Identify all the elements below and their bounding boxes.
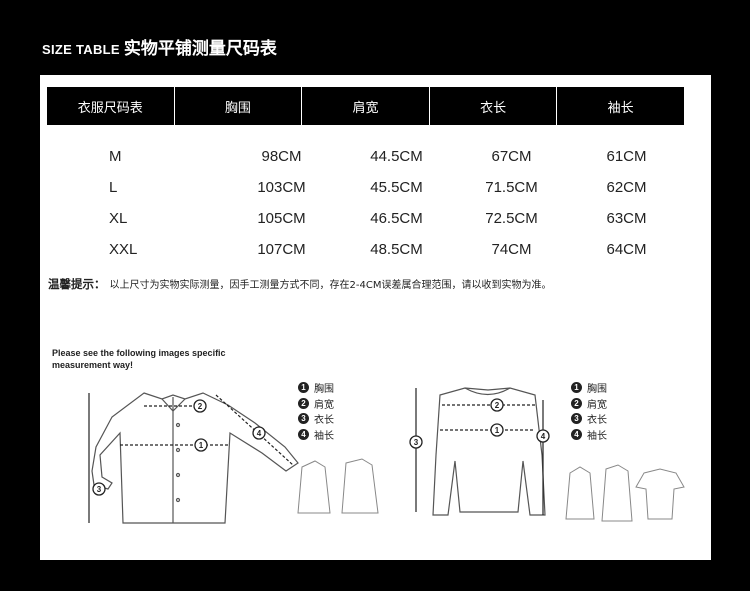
legend-item: 1 胸围 — [298, 380, 334, 396]
size-note: 温馨提示：以上尺寸为实物实际测量，因手工测量方式不同，存在2-4CM误差属合理范… — [48, 276, 551, 292]
legend-number: 2 — [298, 397, 309, 409]
legend-item: 2 肩宽 — [298, 396, 334, 412]
table-body: M 98CM 44.5CM 67CM 61CM L 103CM 45.5CM 7… — [47, 141, 684, 265]
instruction-line-1: Please see the following images specific — [52, 348, 226, 358]
column-header-length: 衣长 — [430, 87, 558, 125]
legend-left: 1 胸围 2 肩宽 3 衣长 4 袖长 — [298, 380, 334, 442]
table-row: L 103CM 45.5CM 71.5CM 62CM — [47, 172, 684, 203]
cell-length: 72.5CM — [485, 210, 538, 227]
cell-chest: 103CM — [257, 179, 306, 196]
small-tops-icon — [565, 464, 685, 522]
legend-label: 袖长 — [587, 430, 607, 442]
cell-shoulder: 44.5CM — [370, 148, 423, 165]
marker-chest: 1 — [199, 441, 204, 450]
legend-right: 1 胸围 2 肩宽 3 衣长 4 袖长 — [571, 380, 607, 442]
cell-size: L — [109, 179, 118, 196]
sweater-diagram — [432, 387, 546, 516]
measurement-instruction: Please see the following images specific… — [52, 347, 252, 371]
legend-label: 衣长 — [587, 415, 607, 427]
cell-sleeve: 63CM — [606, 210, 647, 227]
cell-sleeve: 62CM — [606, 179, 647, 196]
title-cn: 实物平铺测量尺码表 — [123, 39, 277, 59]
cell-shoulder: 48.5CM — [370, 241, 423, 258]
column-header-shoulder: 肩宽 — [302, 87, 430, 125]
legend-item: 1 胸围 — [571, 380, 607, 396]
cell-sleeve: 64CM — [606, 241, 647, 258]
legend-number: 1 — [571, 382, 582, 394]
cell-length: 67CM — [491, 148, 532, 165]
marker-sleeve: 4 — [257, 429, 262, 438]
legend-number: 2 — [571, 397, 582, 409]
legend-item: 3 衣长 — [571, 411, 607, 427]
marker-length: 3 — [97, 485, 102, 494]
legend-item: 4 袖长 — [298, 427, 334, 443]
cell-chest: 105CM — [257, 210, 306, 227]
cell-shoulder: 45.5CM — [370, 179, 423, 196]
table-row: M 98CM 44.5CM 67CM 61CM — [47, 141, 684, 172]
cell-shoulder: 46.5CM — [370, 210, 423, 227]
column-header-size: 衣服尺码表 — [47, 87, 175, 125]
legend-label: 胸围 — [587, 384, 607, 396]
cell-size: M — [109, 148, 122, 165]
measurement-illustration: 1 2 3 4 1 2 3 4 — [88, 387, 685, 524]
note-text: 以上尺寸为实物实际测量，因手工测量方式不同，存在2-4CM误差属合理范围，请以收… — [109, 280, 552, 291]
note-label: 温馨提示： — [48, 277, 106, 291]
legend-number: 4 — [571, 428, 582, 440]
legend-label: 肩宽 — [314, 399, 334, 411]
legend-item: 3 衣长 — [298, 411, 334, 427]
marker-chest: 1 — [495, 426, 500, 435]
legend-label: 袖长 — [314, 430, 334, 442]
legend-number: 3 — [298, 413, 309, 425]
legend-label: 衣长 — [314, 415, 334, 427]
marker-sleeve: 4 — [541, 432, 546, 441]
table-row: XXL 107CM 48.5CM 74CM 64CM — [47, 234, 684, 265]
cell-chest: 107CM — [257, 241, 306, 258]
cell-size: XXL — [109, 241, 138, 258]
column-header-chest: 胸围 — [175, 87, 303, 125]
small-jackets-icon — [297, 458, 379, 514]
cell-length: 74CM — [491, 241, 532, 258]
cell-sleeve: 61CM — [606, 148, 647, 165]
legend-label: 胸围 — [314, 384, 334, 396]
legend-item: 4 袖长 — [571, 427, 607, 443]
instruction-line-2: measurement way! — [52, 360, 134, 370]
shirt-measure-lines — [88, 393, 294, 523]
table-row: XL 105CM 46.5CM 72.5CM 63CM — [47, 203, 684, 234]
table-header: 衣服尺码表 胸围 肩宽 衣长 袖长 — [47, 87, 684, 125]
sweater-measure-lines — [415, 388, 544, 515]
marker-length: 3 — [414, 438, 419, 447]
size-panel: 衣服尺码表 胸围 肩宽 衣长 袖长 M 98CM 44.5CM 67CM 61C… — [40, 75, 711, 560]
title-en: SIZE TABLE — [42, 42, 120, 57]
shirt-markers: 1 2 3 4 — [92, 399, 266, 496]
cell-size: XL — [109, 210, 128, 227]
sweater-markers: 1 2 3 4 — [409, 398, 550, 449]
marker-shoulder: 2 — [495, 401, 500, 410]
legend-item: 2 肩宽 — [571, 396, 607, 412]
shirt-diagram — [91, 392, 299, 524]
marker-shoulder: 2 — [198, 402, 203, 411]
cell-length: 71.5CM — [485, 179, 538, 196]
legend-number: 4 — [298, 428, 309, 440]
legend-number: 3 — [571, 413, 582, 425]
column-header-sleeve: 袖长 — [607, 100, 634, 116]
legend-number: 1 — [298, 382, 309, 394]
legend-label: 肩宽 — [587, 399, 607, 411]
cell-chest: 98CM — [261, 148, 302, 165]
